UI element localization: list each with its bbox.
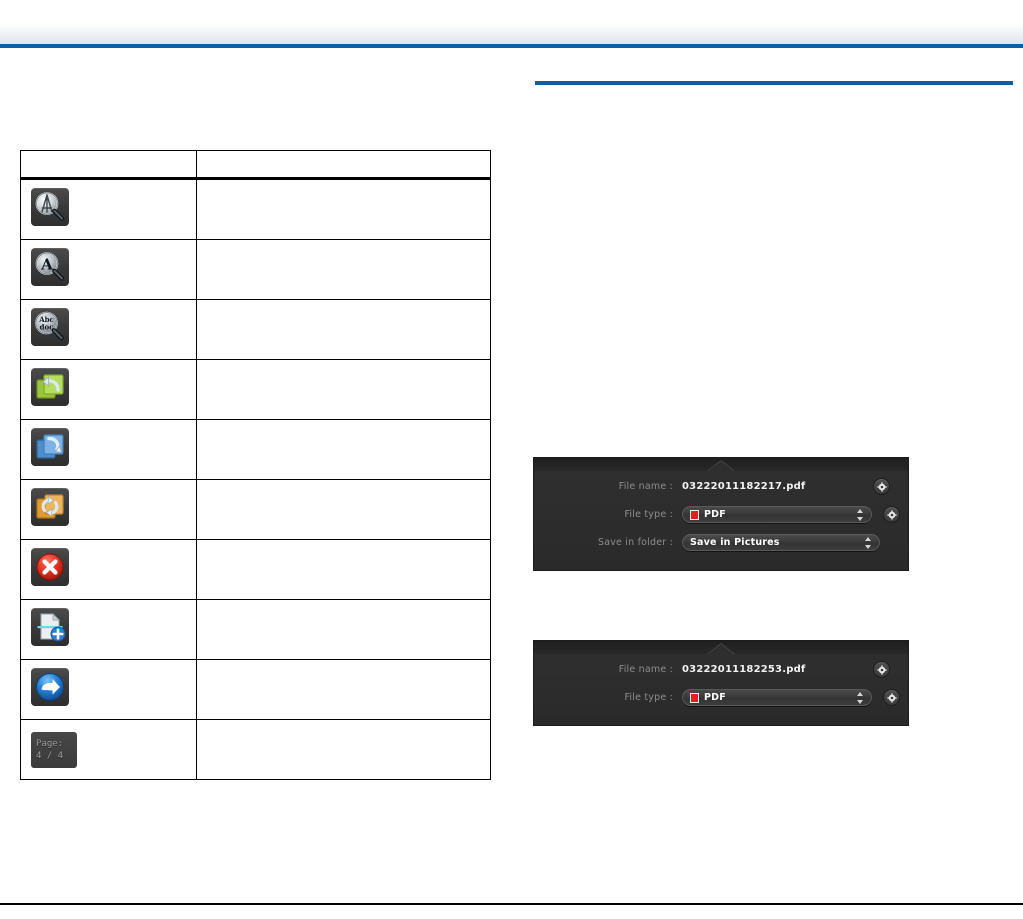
table-row	[20, 599, 491, 660]
magnifier-text-search-icon: Abc doc	[31, 308, 69, 346]
file-type-select[interactable]: PDF	[682, 506, 872, 523]
svg-text:A: A	[40, 256, 53, 274]
table-cell-description	[196, 539, 491, 600]
rotate-both-icon	[31, 488, 69, 526]
page-header-band	[0, 24, 1023, 44]
file-name-label: File name :	[618, 664, 673, 675]
file-name-value[interactable]: 03222011182253.pdf	[682, 664, 806, 675]
table-cell-icon	[20, 479, 197, 540]
table-row: A	[20, 239, 491, 300]
table-cell-description	[196, 178, 491, 240]
send-next-icon	[31, 668, 69, 706]
table-header-description-column	[196, 150, 491, 180]
file-type-stepper-icon[interactable]	[857, 508, 864, 521]
table-row	[20, 178, 491, 240]
table-cell-icon: A	[20, 239, 197, 300]
page-counter-label: Page:	[36, 738, 64, 749]
page-footer-rule	[0, 903, 1023, 905]
left-column: A	[0, 60, 520, 860]
right-column: File name : 03222011182217.pdf File type…	[520, 60, 1023, 860]
table-row	[20, 359, 491, 420]
table-cell-description	[196, 419, 491, 480]
table-header-icon-label	[21, 159, 196, 170]
save-settings-panel-pdf-folder: File name : 03222011182217.pdf File type…	[533, 457, 909, 571]
table-cell-description	[196, 479, 491, 540]
table-header-icon-column	[20, 150, 197, 180]
panel-top-strip	[534, 641, 908, 654]
table-cell-description	[196, 299, 491, 360]
page-counter-chip: Page: 4 / 4	[31, 731, 77, 768]
file-type-label: File type :	[624, 692, 673, 703]
file-type-value: PDF	[704, 509, 726, 520]
table-row: Page: 4 / 4	[20, 719, 491, 780]
file-name-row: File name : 03222011182253.pdf	[534, 657, 908, 682]
magnifier-page-width-icon	[31, 188, 69, 226]
file-type-gear-icon[interactable]	[883, 689, 900, 706]
table-row: Abc doc	[20, 299, 491, 360]
table-cell-description	[196, 239, 491, 300]
save-settings-panel-pdf-compact: File name : 03222011182253.pdf File type…	[533, 640, 909, 726]
icon-reference-table: A	[20, 150, 491, 780]
table-cell-description	[196, 359, 491, 420]
table-row	[20, 659, 491, 720]
panel-notch-icon	[708, 644, 734, 654]
file-name-value[interactable]: 03222011182217.pdf	[682, 481, 806, 492]
rotate-left-icon	[31, 368, 69, 406]
file-type-select[interactable]: PDF	[682, 689, 872, 706]
file-type-row: File type : PDF	[534, 685, 908, 710]
file-type-gear-icon[interactable]	[883, 506, 900, 523]
save-in-folder-row: Save in folder : Save in Pictures	[534, 530, 908, 555]
table-cell-icon	[20, 178, 197, 240]
file-type-value: PDF	[704, 692, 726, 703]
save-in-folder-select[interactable]: Save in Pictures	[682, 534, 880, 551]
page-header-rule	[0, 44, 1023, 48]
file-type-row: File type : PDF	[534, 502, 908, 527]
table-cell-icon	[20, 659, 197, 720]
table-cell-icon	[20, 359, 197, 420]
panel-notch-icon	[708, 461, 734, 471]
table-cell-icon	[20, 419, 197, 480]
table-header-description-label	[197, 159, 490, 170]
table-cell-icon	[20, 539, 197, 600]
table-row	[20, 539, 491, 600]
table-cell-description	[196, 659, 491, 720]
page-counter-value: 4 / 4	[36, 750, 64, 761]
table-row	[20, 419, 491, 480]
table-cell-icon: Page: 4 / 4	[20, 719, 197, 780]
file-type-label: File type :	[624, 509, 673, 520]
magnifier-zoom-icon: A	[31, 248, 69, 286]
table-cell-description	[196, 719, 491, 780]
svg-text:doc: doc	[40, 323, 54, 332]
pdf-format-icon	[690, 692, 699, 703]
file-type-stepper-icon[interactable]	[857, 691, 864, 704]
file-name-row: File name : 03222011182217.pdf	[534, 474, 908, 499]
table-header-row	[20, 150, 491, 180]
table-cell-icon: Abc doc	[20, 299, 197, 360]
section-rule	[535, 81, 1013, 85]
add-page-icon	[31, 608, 69, 646]
rotate-right-icon	[31, 428, 69, 466]
file-name-gear-icon[interactable]	[873, 478, 891, 495]
table-cell-icon	[20, 599, 197, 660]
svg-text:Abc: Abc	[38, 315, 54, 324]
save-in-folder-value: Save in Pictures	[690, 537, 780, 548]
table-row	[20, 479, 491, 540]
table-cell-description	[196, 599, 491, 660]
file-name-label: File name :	[618, 481, 673, 492]
save-in-folder-stepper-icon[interactable]	[865, 536, 872, 549]
save-in-folder-label: Save in folder :	[597, 537, 673, 548]
panel-top-strip	[534, 458, 908, 471]
file-name-gear-icon[interactable]	[873, 661, 891, 678]
delete-page-icon	[31, 548, 69, 586]
pdf-format-icon	[690, 509, 699, 520]
